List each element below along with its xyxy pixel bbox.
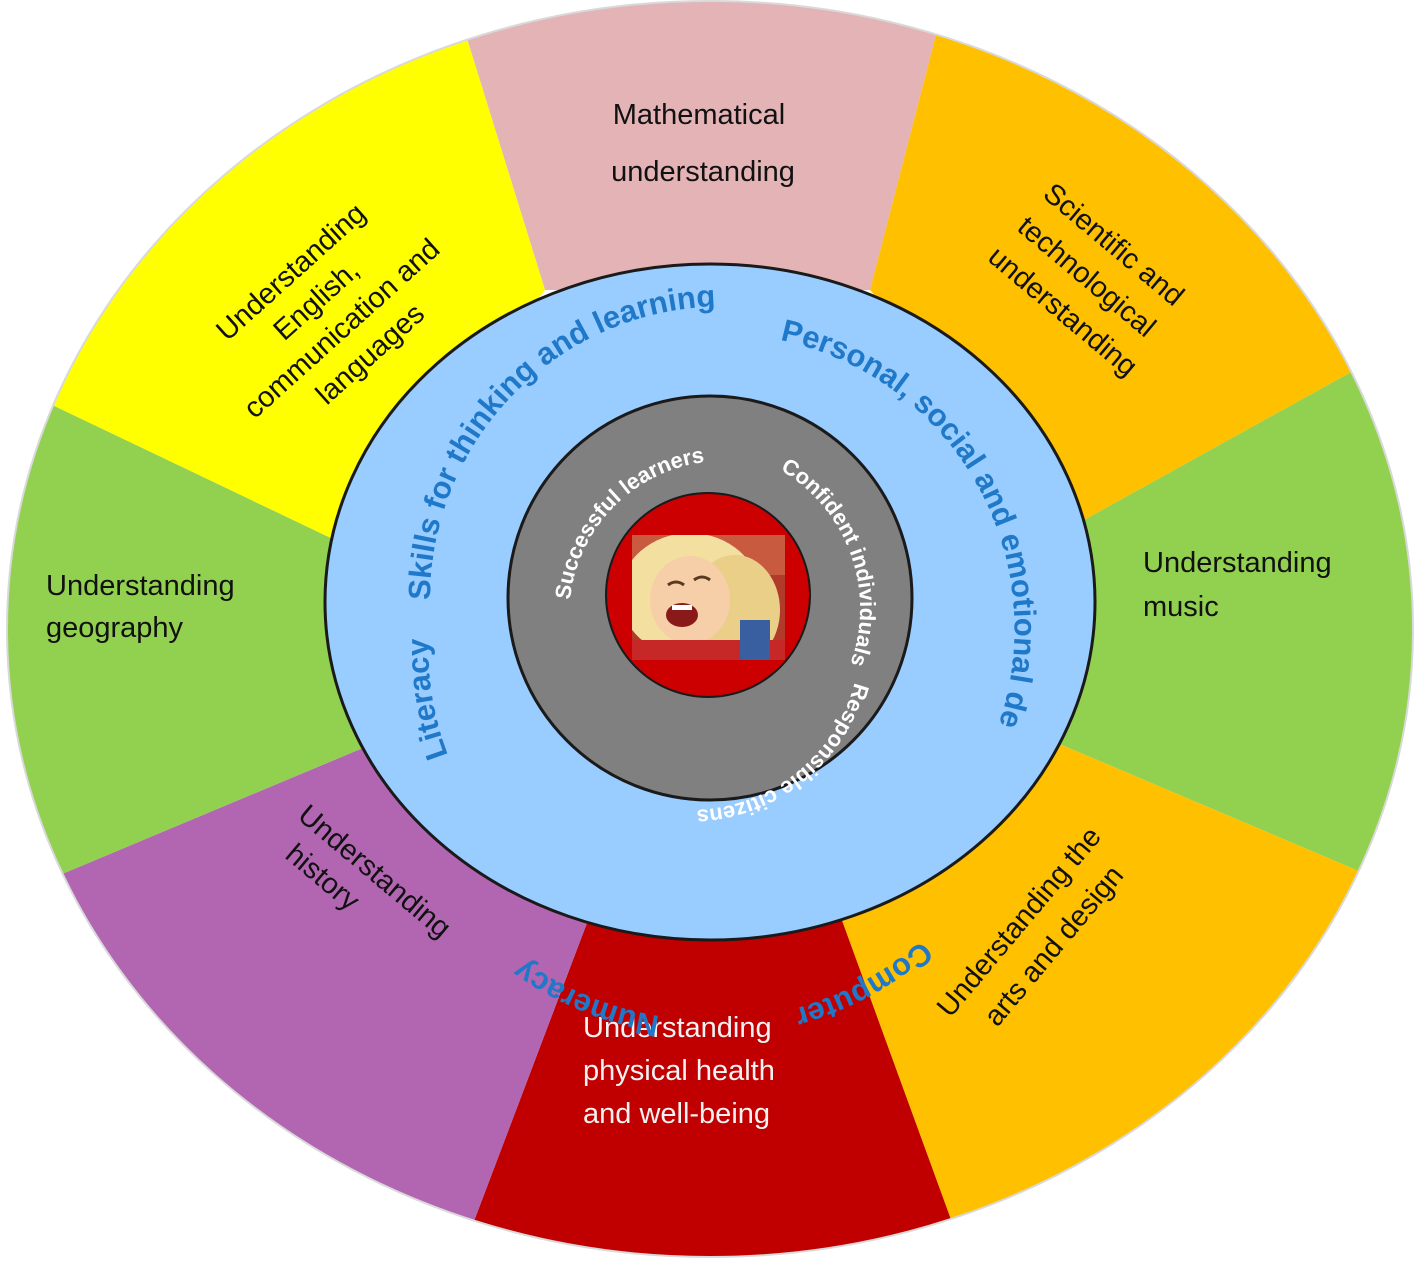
child-photo (632, 535, 785, 660)
segment-maths (455, 1, 945, 290)
label-maths: Mathematical understanding (611, 99, 795, 188)
label-physical: Understanding physical health and well-b… (583, 1012, 783, 1130)
segment-geography (7, 380, 370, 900)
label-geography: Understanding geography (46, 570, 243, 644)
segment-music (1050, 330, 1413, 900)
segment-physical (460, 915, 965, 1257)
outer-border (6, 0, 1414, 1258)
label-music: Understanding music (1143, 547, 1340, 623)
